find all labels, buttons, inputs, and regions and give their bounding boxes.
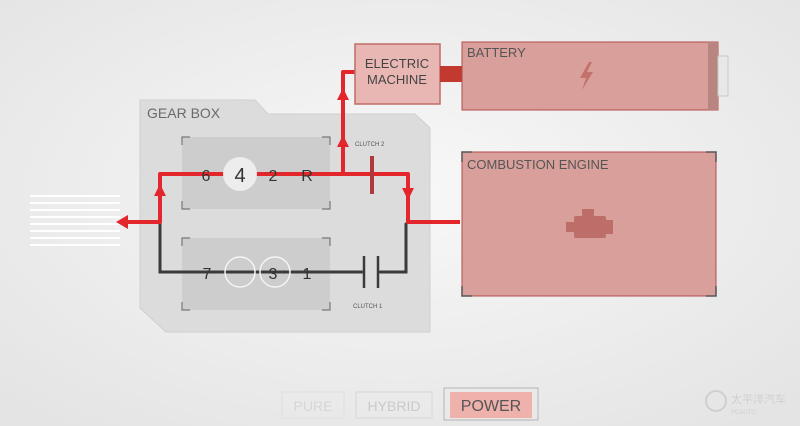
mode-selector: PURE HYBRID POWER — [281, 387, 539, 421]
electric-machine-label-2: MACHINE — [367, 72, 427, 87]
selected-gear-highlight — [223, 157, 257, 191]
gear-7: 7 — [203, 266, 212, 283]
combustion-engine-corners — [461, 151, 717, 297]
arrow-down-em — [337, 88, 349, 100]
gear-2: 2 — [269, 168, 278, 185]
gear-4: 4 — [234, 165, 245, 187]
battery-label: BATTERY — [467, 45, 526, 60]
gear-3: 3 — [269, 266, 278, 283]
mode-hybrid-button[interactable]: HYBRID — [355, 391, 433, 419]
engine-icon — [566, 209, 613, 238]
mode-pure-frame — [281, 391, 345, 419]
mode-power-label: POWER — [461, 398, 521, 415]
arrow-down-em-2 — [337, 135, 349, 147]
lightning-bolt-icon — [580, 62, 593, 90]
arrow-down-left — [154, 184, 166, 196]
lower-shaft — [158, 220, 408, 274]
lower-gear-set — [182, 238, 330, 310]
lower-gear-set-corners — [181, 237, 331, 311]
gear-r: R — [301, 168, 313, 185]
watermark-logo-icon — [705, 390, 727, 412]
clutch-2-label: CLUTCH 2 — [355, 142, 385, 148]
power-flow-arrows — [116, 88, 414, 229]
upper-gear-set-corners — [181, 136, 331, 210]
lower-gear-rings — [224, 256, 291, 288]
mode-power-outer-frame — [443, 387, 539, 421]
mode-hybrid-label: HYBRID — [368, 398, 421, 414]
clutch-1-label: CLUTCH 1 — [353, 304, 383, 310]
gear-6: 6 — [202, 168, 211, 185]
output-arrow — [116, 215, 128, 229]
combustion-engine-label: COMBUSTION ENGINE — [467, 157, 609, 172]
mode-power-button[interactable]: POWER — [443, 387, 539, 421]
electric-machine-label-1: ELECTRIC — [365, 56, 429, 71]
arrow-up-ce — [402, 188, 414, 200]
watermark-sub: PCAUTO — [731, 410, 756, 416]
gearbox-title: GEAR BOX — [147, 105, 221, 121]
mode-pure-label: PURE — [294, 398, 333, 414]
mode-hybrid-frame — [355, 391, 433, 419]
gear-1: 1 — [303, 266, 312, 283]
watermark: 太平洋汽车 PCAUTO — [705, 390, 786, 416]
clutch-1-plates — [362, 256, 380, 288]
output-shaft-lines — [30, 195, 120, 246]
battery-cap-inner — [708, 42, 718, 110]
mode-pure-button[interactable]: PURE — [281, 391, 345, 419]
watermark-text: 太平洋汽车 — [731, 392, 786, 406]
battery-terminal — [717, 55, 729, 97]
em-battery-connector — [440, 66, 462, 82]
mode-power-fill — [450, 392, 532, 418]
